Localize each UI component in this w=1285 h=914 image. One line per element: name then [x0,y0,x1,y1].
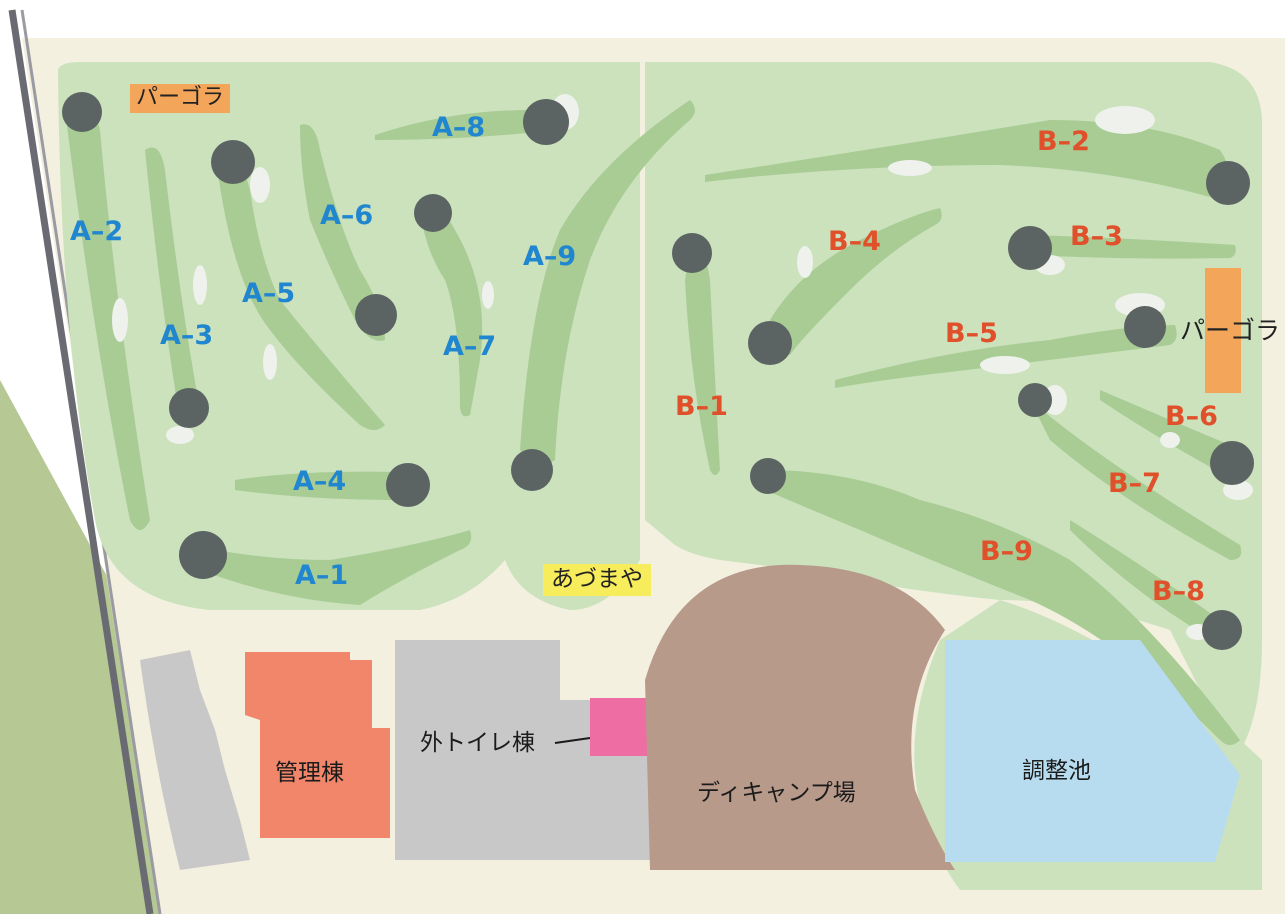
azumaya-label: あづまや [543,564,651,596]
hole-label-a1: A–1 [295,560,349,591]
hole-label-a6: A–6 [320,200,374,231]
hole-label-a4: A–4 [293,466,347,497]
green-b4 [748,321,792,365]
hole-label-a2: A–2 [70,216,124,247]
hole-label-b8: B–8 [1152,576,1205,607]
fairway-a3 [145,147,200,424]
hole-label-b4: B–4 [828,226,881,257]
fairway-a4 [235,471,405,500]
hole-label-b7: B–7 [1108,468,1161,499]
course-b-area [645,62,1262,760]
hole-label-b5: B–5 [945,318,998,349]
bunker [797,246,813,278]
fairway-a1 [190,530,472,605]
green-a6 [355,294,397,336]
green-a4 [386,463,430,507]
fairway-b8 [1070,520,1221,636]
hole-label-a9: A–9 [523,241,577,272]
green-a2 [62,92,102,132]
bunker [263,344,277,380]
green-b6 [1210,441,1254,485]
toilet-building [590,698,652,756]
bunker [1223,480,1253,500]
fairway-b3 [1030,235,1236,259]
bunker [980,356,1030,374]
green-b3 [1008,226,1052,270]
fairway-a8 [375,110,556,140]
greens [62,92,1254,650]
green-b2 [1206,161,1250,205]
admin-building-label: 管理棟 [275,760,344,786]
grass-corner [0,380,420,914]
hole-label-b2: B–2 [1037,126,1090,157]
parking-left [140,650,250,870]
green-a7 [414,194,452,232]
parking-center [395,640,650,860]
course-a-area [58,62,640,610]
hole-label-a5: A–5 [242,278,296,309]
pergola-right [1205,268,1241,393]
bunker [1160,432,1180,448]
green-a3 [169,388,209,428]
fairway-b4 [770,208,942,355]
pergola-label-left: パーゴラ [130,84,231,113]
pond [945,640,1240,862]
green-b8 [1202,610,1242,650]
green-a1 [179,531,227,579]
green-b9-tee [750,458,786,494]
hole-label-b9: B–9 [980,536,1033,567]
hole-label-a8: A–8 [432,112,486,143]
admin-building [245,652,390,838]
fairway-b2 [705,120,1230,200]
bunker [193,265,207,305]
toilet-leader-line [554,737,591,744]
hole-label-b1: B–1 [675,391,728,422]
camp-area-label: ディキャンプ場 [697,780,856,806]
fairway-a9 [520,100,695,464]
toilet-building-label: 外トイレ棟 [420,730,535,756]
green-b5 [1124,306,1166,348]
hole-label-a3: A–3 [160,320,214,351]
pond-label: 調整池 [1022,758,1091,784]
fairway-b7 [1030,400,1242,560]
camp-area [645,564,955,870]
hole-label-b3: B–3 [1070,221,1123,252]
green-b6-tee [1018,383,1052,417]
bunker [112,298,128,342]
fairway-a6 [300,124,385,341]
fairway-a7 [420,207,483,417]
bunker [166,426,194,444]
green-a5 [211,140,255,184]
fairway-a2 [65,103,150,530]
hole-label-a7: A–7 [443,331,497,362]
board-frame [8,9,154,914]
bunker [482,281,494,309]
pergola-label-right: パーゴラ [1180,316,1281,345]
fairway-b9 [765,470,1240,745]
green-a9 [511,449,553,491]
bunker [250,167,270,203]
bunker [1095,106,1155,134]
green-a8 [523,99,569,145]
green-b1 [672,233,712,273]
bunker [888,160,932,176]
hole-label-b6: B–6 [1165,401,1218,432]
fairway-b1 [685,249,720,475]
